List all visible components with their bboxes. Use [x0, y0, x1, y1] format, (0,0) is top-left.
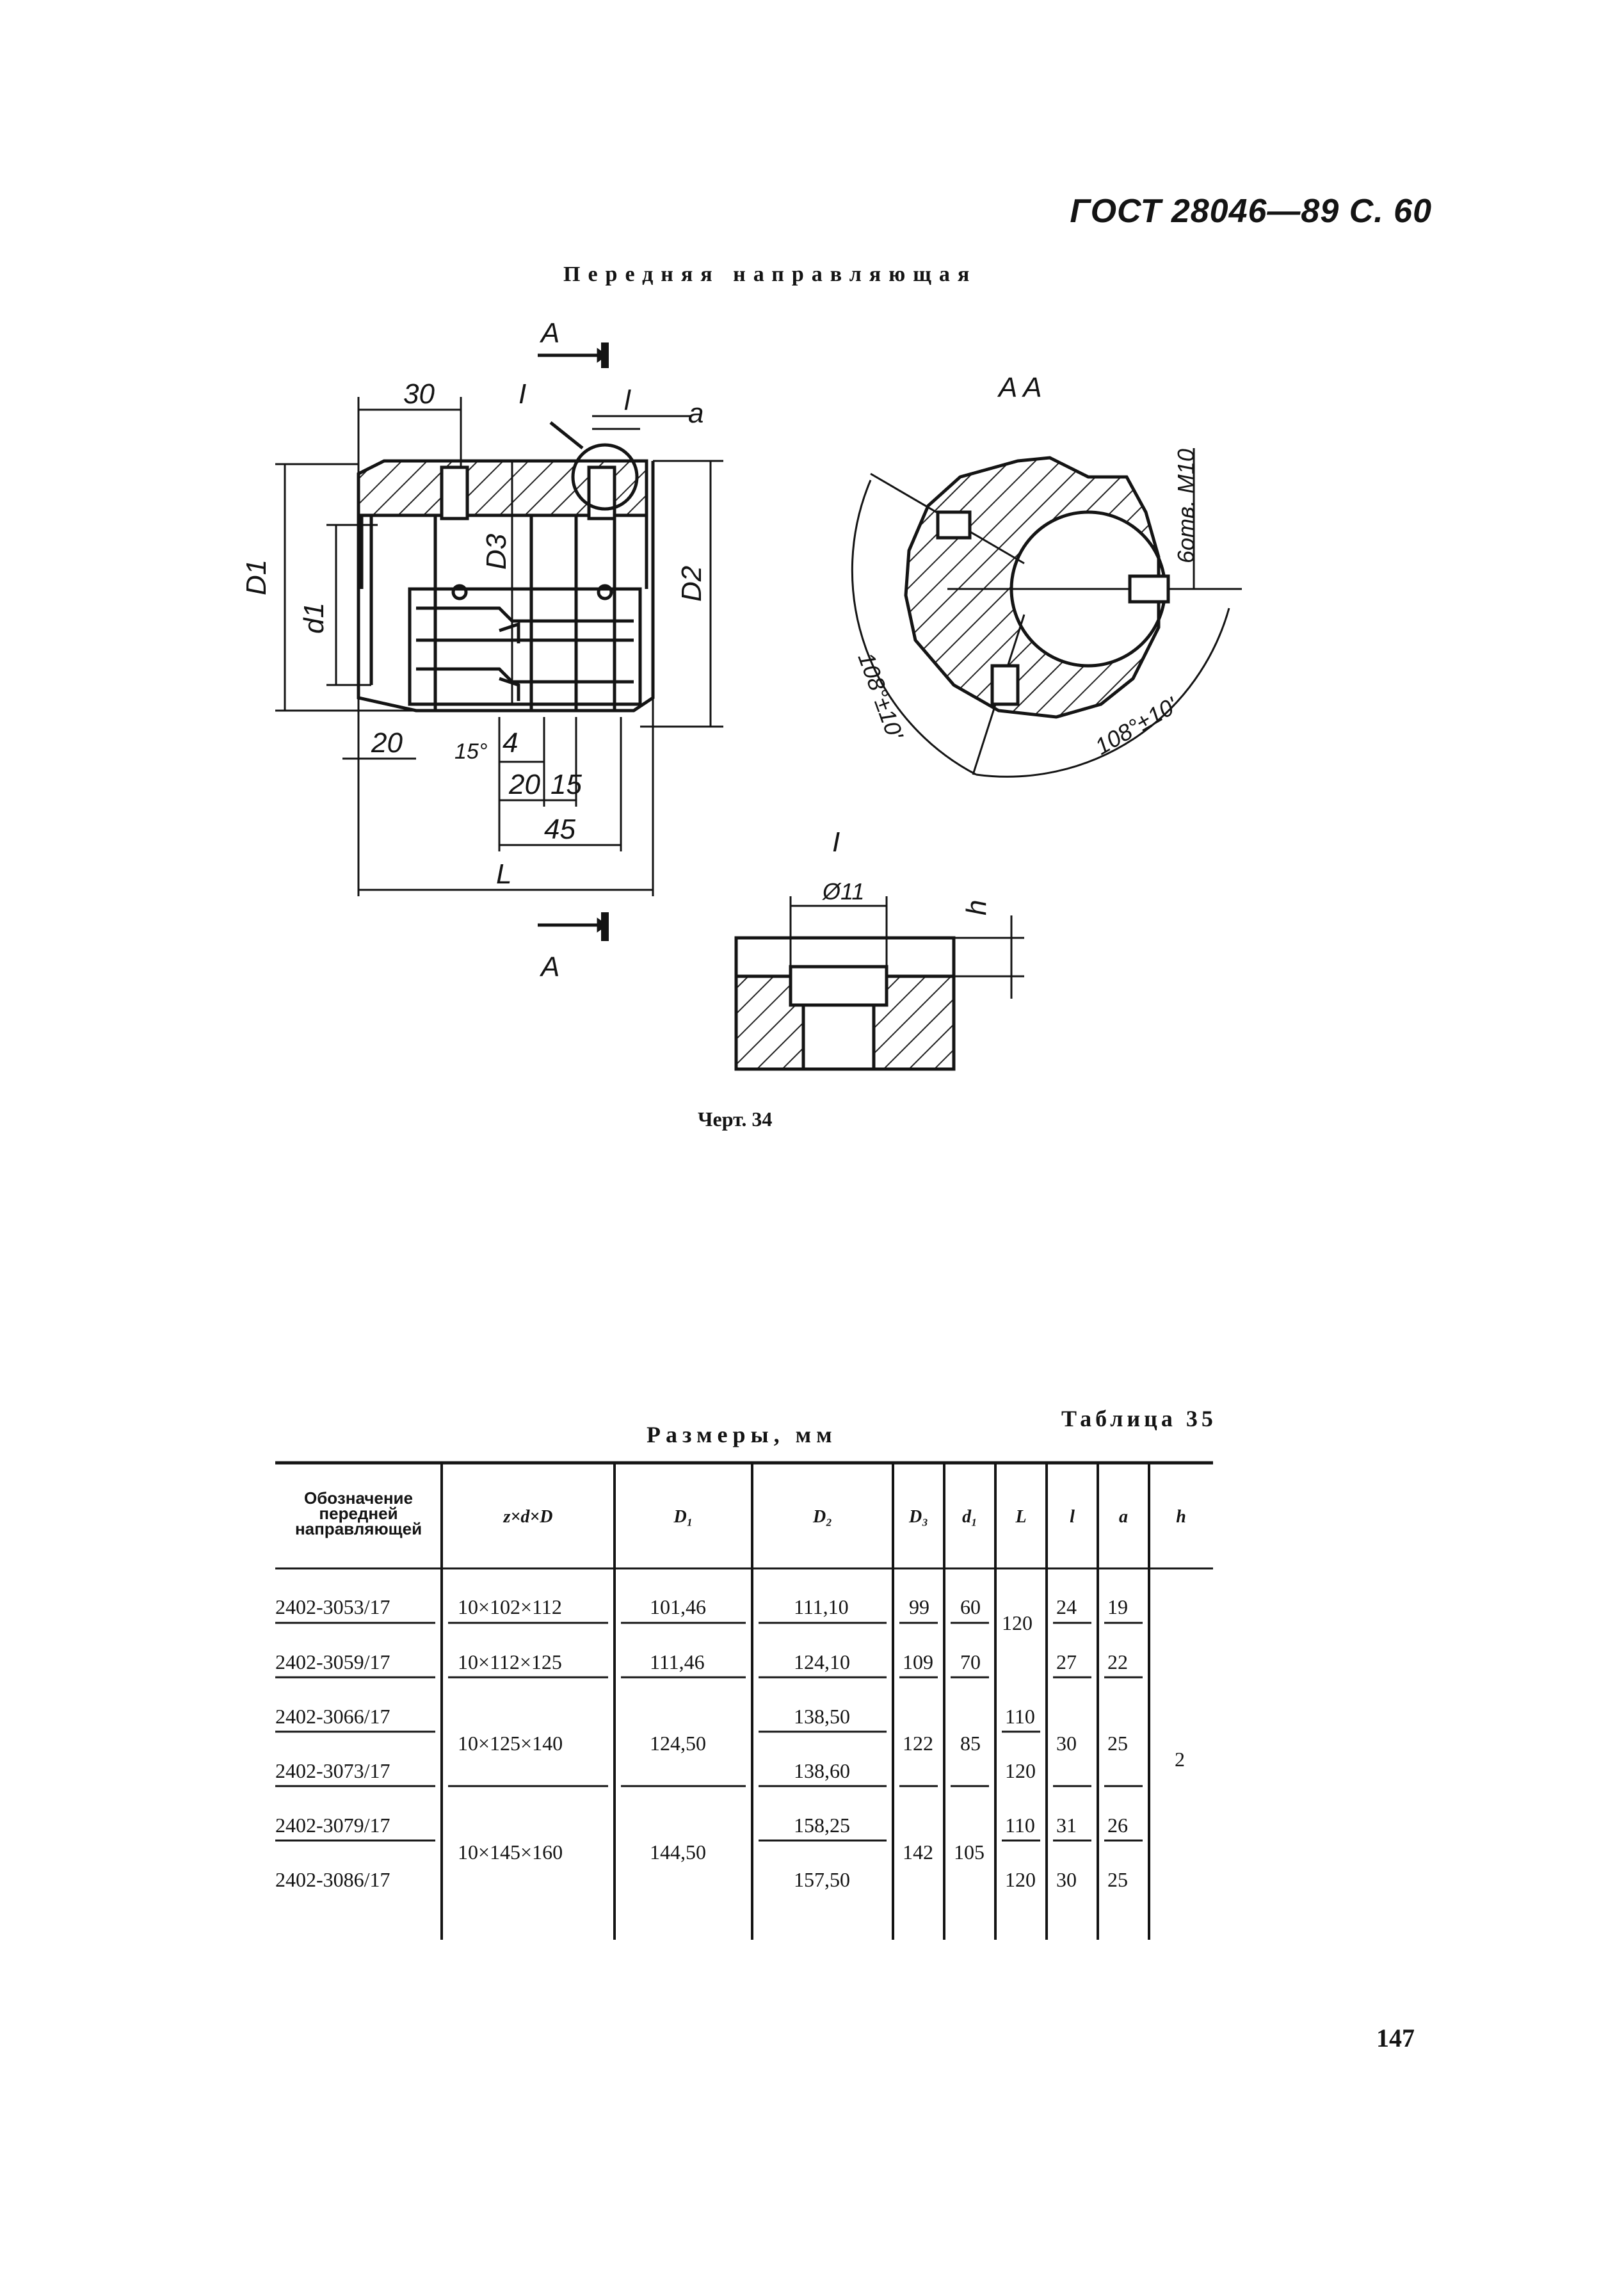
header-D2: D₂: [813, 1507, 832, 1527]
detail-i-labels: I Ø11 h: [822, 826, 992, 915]
front-view-labels: 30 l a I A A D1 d1 D3 D2 20 15° 4 20 15 …: [241, 318, 707, 983]
dim-D2-label: D2: [676, 566, 707, 602]
row1-l: 24: [1056, 1595, 1077, 1618]
row2-a: 22: [1107, 1650, 1128, 1673]
row3-designation: 2402-3066/17: [275, 1705, 390, 1728]
rows1-2-L: 120: [1002, 1611, 1033, 1634]
header-D3: D₃: [909, 1507, 928, 1527]
dim-a-label: a: [688, 398, 703, 429]
dim-D3-label: D3: [481, 533, 512, 570]
row6-a: 25: [1107, 1868, 1128, 1891]
rows5-6-D3: 142: [903, 1841, 933, 1864]
row6-L: 120: [1005, 1868, 1036, 1891]
drawing-caption: Черт. 34: [698, 1108, 773, 1131]
row3-D2: 138,50: [794, 1705, 850, 1728]
row5-l: 31: [1056, 1814, 1077, 1837]
row5-L: 110: [1005, 1814, 1035, 1837]
table-units: Размеры, мм: [647, 1422, 837, 1447]
header-D1: D₁: [673, 1507, 693, 1527]
row2-d1: 70: [960, 1650, 981, 1673]
header-h: h: [1176, 1507, 1186, 1527]
front-view: [275, 342, 723, 941]
view-aa-label: A A: [997, 372, 1042, 403]
row6-D2: 157,50: [794, 1868, 850, 1891]
dim-4-label: 4: [502, 727, 518, 759]
dim-20-left-label: 20: [371, 727, 403, 759]
dim-45-label: 45: [544, 814, 575, 845]
header-d1: d₁: [962, 1507, 977, 1527]
table-caption: Таблица 35: [1061, 1406, 1217, 1431]
detail-title: I: [832, 826, 840, 858]
row5-D2: 158,25: [794, 1814, 850, 1837]
row5-a: 26: [1107, 1814, 1128, 1837]
dim-d11-label: Ø11: [822, 878, 864, 905]
header-l: l: [1070, 1507, 1075, 1527]
dim-h-label: h: [961, 900, 992, 915]
row2-D2: 124,10: [794, 1650, 850, 1673]
row2-D1: 111,46: [650, 1650, 705, 1673]
row3-L: 110: [1005, 1705, 1035, 1728]
row1-d1: 60: [960, 1595, 981, 1618]
row1-designation: 2402-3053/17: [275, 1595, 390, 1618]
header-zdD: z×d×D: [503, 1507, 553, 1527]
rows3-4-a: 25: [1107, 1732, 1128, 1755]
row4-L: 120: [1005, 1759, 1036, 1782]
header-a: a: [1119, 1507, 1128, 1527]
dim-L-label: L: [496, 858, 511, 890]
holes-label: 6отв. M10: [1173, 449, 1199, 563]
row1-D3: 99: [909, 1595, 929, 1618]
page-number: 147: [1376, 2024, 1415, 2052]
row1-D1: 101,46: [650, 1595, 706, 1618]
row2-zdD: 10×112×125: [458, 1650, 562, 1673]
rows5-6-D1: 144,50: [650, 1841, 706, 1864]
h-all: 2: [1175, 1748, 1185, 1771]
row4-D2: 138,60: [794, 1759, 850, 1782]
technical-drawing: 30 l a I A A D1 d1 D3 D2 20 15° 4 20 15 …: [241, 318, 1242, 1071]
section-aa-view: [851, 448, 1242, 778]
row5-designation: 2402-3079/17: [275, 1814, 390, 1837]
dim-30-label: 30: [403, 378, 435, 410]
row1-D2: 111,10: [794, 1595, 849, 1618]
rows3-4-zdD: 10×125×140: [458, 1732, 563, 1755]
row2-designation: 2402-3059/17: [275, 1650, 390, 1673]
row4-designation: 2402-3073/17: [275, 1759, 390, 1782]
row1-a: 19: [1107, 1595, 1128, 1618]
dim-d1-label: d1: [298, 602, 330, 634]
row2-l: 27: [1056, 1650, 1077, 1673]
header-designation: Обозначение передней направляющей: [294, 1488, 422, 1538]
drawing-title: Передняя направляющая: [563, 262, 977, 286]
rows3-4-D1: 124,50: [650, 1732, 706, 1755]
dim-15-label: 15: [551, 769, 582, 800]
detail-i-view: [734, 896, 1024, 1071]
row1-zdD: 10×102×112: [458, 1595, 562, 1618]
row2-D3: 109: [903, 1650, 933, 1673]
rows5-6-d1: 105: [954, 1841, 985, 1864]
section-a-bottom: A: [539, 951, 559, 983]
document-header: ГОСТ 28046—89 С. 60: [1070, 193, 1432, 230]
rows3-4-d1: 85: [960, 1732, 981, 1755]
header-L: L: [1015, 1507, 1027, 1527]
row6-designation: 2402-3086/17: [275, 1868, 390, 1891]
dim-15deg-label: 15°: [454, 739, 487, 764]
dim-20-label: 20: [508, 769, 540, 800]
detail-marker: I: [519, 378, 526, 410]
dim-D1-label: D1: [241, 560, 272, 595]
section-a-top: A: [539, 318, 559, 349]
dim-l-label: l: [624, 385, 631, 416]
row6-l: 30: [1056, 1868, 1077, 1891]
rows5-6-zdD: 10×145×160: [458, 1841, 563, 1864]
rows3-4-l: 30: [1056, 1732, 1077, 1755]
rows3-4-D3: 122: [903, 1732, 933, 1755]
